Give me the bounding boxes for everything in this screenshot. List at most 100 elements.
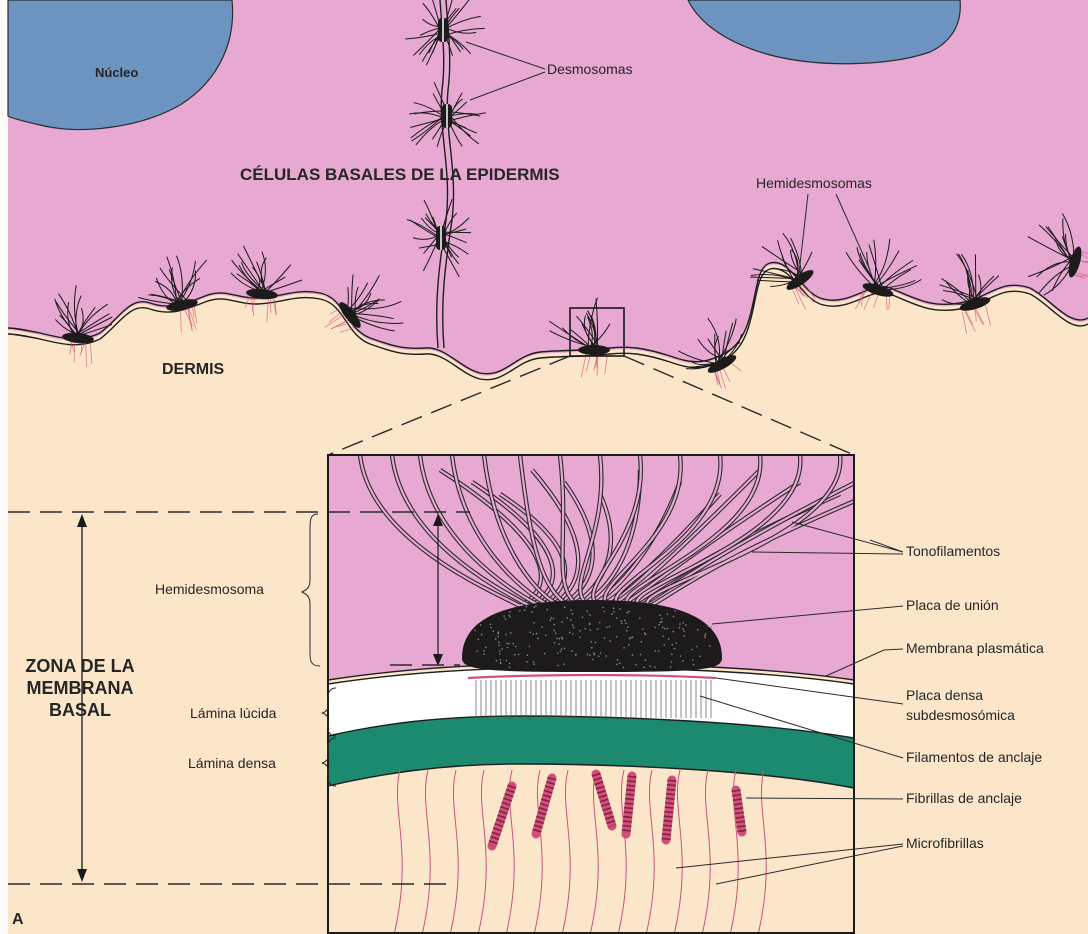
plaque-speckle	[483, 653, 485, 655]
plaque-speckle	[570, 619, 572, 621]
plaque-speckle	[704, 637, 706, 639]
plaque-speckle	[535, 605, 537, 607]
plaque-speckle	[613, 607, 615, 609]
plaque-speckle	[546, 609, 548, 611]
plaque-speckle	[692, 659, 694, 661]
panel-letter: A	[12, 911, 24, 928]
plaque-speckle	[505, 618, 507, 620]
plaque-speckle	[476, 650, 478, 652]
plaque-speckle	[550, 619, 552, 621]
plaque-speckle	[705, 633, 707, 635]
plaque-speckle	[506, 660, 508, 662]
plaque-speckle	[660, 622, 662, 624]
plaque-speckle	[518, 654, 520, 656]
plaque-speckle	[579, 637, 581, 639]
plaque-speckle	[509, 663, 511, 665]
plaque-speckle	[561, 621, 563, 623]
plaque-speckle	[627, 626, 629, 628]
hemidesmosome-label: Hemidesmosoma	[155, 581, 264, 597]
microfibrils-label: Microfibrillas	[906, 835, 984, 851]
plaque-speckle	[591, 647, 593, 649]
plaque-speckle	[662, 627, 664, 629]
plaque-speckle	[571, 650, 573, 652]
plaque-speckle	[519, 610, 521, 612]
plaque-speckle	[590, 629, 592, 631]
plaque-speckle	[623, 647, 625, 649]
plaque-speckle	[628, 611, 630, 613]
plaque-speckle	[560, 651, 562, 653]
plaque-speckle	[667, 613, 669, 615]
plaque-speckle	[667, 628, 669, 630]
plaque-speckle	[604, 637, 606, 639]
plaque-speckle	[553, 618, 555, 620]
plaque-speckle	[639, 618, 641, 620]
plaque-speckle	[510, 632, 512, 634]
attachment-plaque-label: Placa de unión	[906, 597, 999, 613]
plaque-speckle	[599, 622, 601, 624]
plaque-speckle	[640, 654, 642, 656]
plaque-speckle	[616, 617, 618, 619]
plaque-speckle	[617, 659, 619, 661]
plaque-speckle	[675, 642, 677, 644]
plaque-speckle	[557, 665, 559, 667]
plaque-speckle	[503, 615, 505, 617]
plaque-speckle	[602, 607, 604, 609]
plaque-speckle	[673, 616, 675, 618]
plaque-speckle	[507, 647, 509, 649]
plaque-speckle	[685, 624, 687, 626]
plaque-speckle	[529, 646, 531, 648]
plaque-speckle	[572, 613, 574, 615]
plaque-speckle	[495, 638, 497, 640]
plaque-speckle	[526, 661, 528, 663]
plaque-speckle	[635, 664, 637, 666]
zone-title-line2: MEMBRANA	[27, 678, 134, 698]
plasma-membrane-label: Membrana plasmática	[906, 640, 1044, 656]
plaque-speckle	[649, 666, 651, 668]
plaque-speckle	[500, 659, 502, 661]
plaque-speckle	[645, 659, 647, 661]
plaque-speckle	[679, 627, 681, 629]
lamina-densa-label: Lámina densa	[188, 755, 276, 771]
plaque-speckle	[619, 608, 621, 610]
plaque-speckle	[625, 622, 627, 624]
plaque-speckle	[682, 660, 684, 662]
plaque-speckle	[609, 626, 611, 628]
plaque-speckle	[509, 611, 511, 613]
plaque-speckle	[609, 640, 611, 642]
detail-panel	[328, 455, 900, 934]
plaque-speckle	[584, 628, 586, 630]
plaque-speckle	[668, 638, 670, 640]
plaque-speckle	[654, 666, 656, 668]
tonofilaments-label: Tonofilamentos	[906, 543, 1000, 559]
plaque-speckle	[606, 655, 608, 657]
plaque-speckle	[579, 630, 581, 632]
plaque-speckle	[679, 623, 681, 625]
plaque-speckle	[556, 638, 558, 640]
plaque-speckle	[554, 642, 556, 644]
plaque-speckle	[508, 615, 510, 617]
plaque-speckle	[498, 633, 500, 635]
plaque-speckle	[683, 622, 685, 624]
plaque-speckle	[557, 653, 559, 655]
plaque-speckle	[551, 617, 553, 619]
plaque-speckle	[483, 650, 485, 652]
plaque-speckle	[587, 654, 589, 656]
plaque-speckle	[658, 624, 660, 626]
plaque-speckle	[674, 648, 676, 650]
plaque-speckle	[524, 609, 526, 611]
plaque-speckle	[654, 627, 656, 629]
plaque-speckle	[501, 648, 503, 650]
plaque-speckle	[606, 627, 608, 629]
plaque-speckle	[642, 628, 644, 630]
plaque-speckle	[691, 649, 693, 651]
plaque-speckle	[562, 638, 564, 640]
plaque-speckle	[493, 630, 495, 632]
anchoring-fibrils-label: Fibrillas de anclaje	[906, 790, 1022, 806]
plaque-speckle	[553, 630, 555, 632]
plaque-speckle	[508, 643, 510, 645]
plaque-speckle	[554, 624, 556, 626]
plaque-speckle	[663, 636, 665, 638]
nucleus-label: Núcleo	[95, 65, 138, 80]
plaque-speckle	[570, 610, 572, 612]
